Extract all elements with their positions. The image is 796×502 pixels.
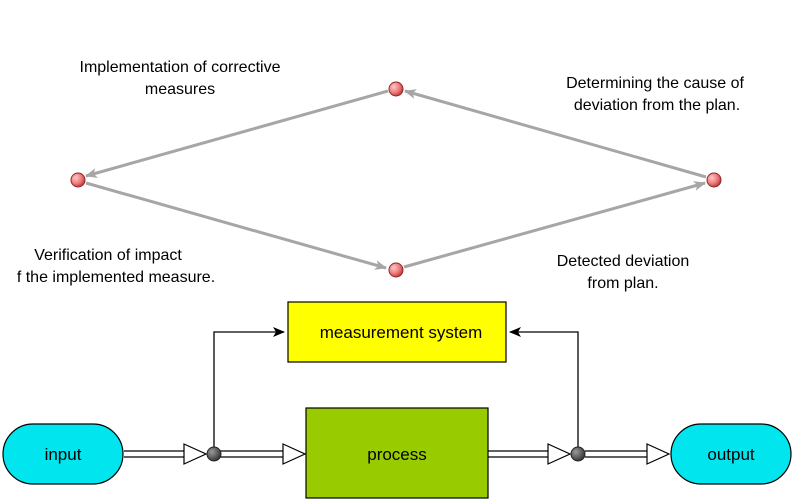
label-verification-line1: Verification of impact <box>34 247 182 264</box>
label-cause-line1: Determining the cause of <box>566 75 744 92</box>
label-implementation-line1: Implementation of corrective <box>80 59 281 76</box>
improvement-cycle: Implementation of corrective measures De… <box>17 59 745 292</box>
junction-right <box>570 446 586 462</box>
input-terminal <box>2 423 124 485</box>
connector-input-to-junction <box>124 443 208 465</box>
process-label: process <box>367 445 427 464</box>
cycle-arrow-to-cause <box>403 181 706 269</box>
label-detected-line1: Detected deviation <box>557 253 690 270</box>
feed-to-measurement-left <box>213 327 285 454</box>
cycle-node-left <box>70 172 86 188</box>
process-box <box>305 407 489 499</box>
label-verification-line2: f the implemented measure. <box>17 269 215 286</box>
label-detected-line2: from plan. <box>587 275 658 292</box>
process-flow: input process measurement system output <box>2 301 792 499</box>
cycle-arrow-to-corrective <box>404 89 707 179</box>
cycle-arrow-to-verification <box>85 89 389 178</box>
cycle-node-right <box>706 172 722 188</box>
measurement-system-label: measurement system <box>320 323 483 342</box>
connector-junction-to-output <box>585 443 671 465</box>
measurement-system-box <box>287 301 507 363</box>
feed-to-measurement-right <box>509 327 579 454</box>
cycle-node-top <box>388 81 404 97</box>
junction-left <box>206 446 222 462</box>
label-cause-line2: deviation from the plan. <box>574 97 740 114</box>
output-label: output <box>707 445 755 464</box>
label-implementation-line2: measures <box>145 81 215 98</box>
connector-process-to-junction <box>488 443 572 465</box>
output-terminal <box>670 423 792 485</box>
connector-junction-to-process <box>218 443 307 465</box>
cycle-node-bottom <box>388 262 404 278</box>
input-label: input <box>45 445 82 464</box>
cycle-arrow-to-detected <box>85 181 387 270</box>
